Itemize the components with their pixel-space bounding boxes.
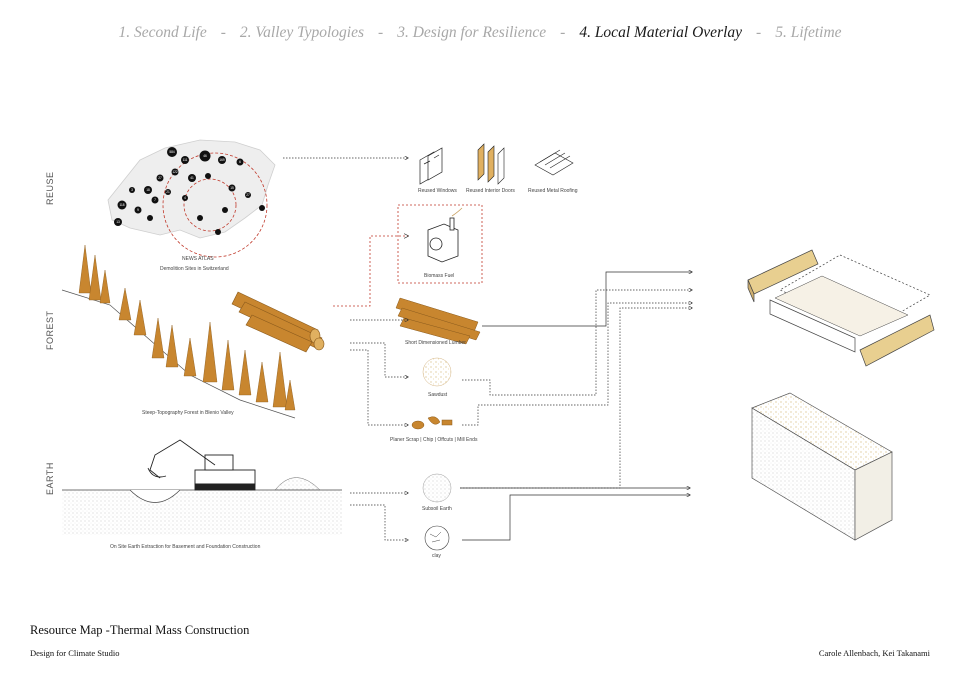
- footer-authors: Carole Allenbach, Kei Takanami: [818, 648, 930, 658]
- earth-caption: On Site Earth Extraction for Basement an…: [110, 544, 261, 550]
- nav-step-5[interactable]: 5. Lifetime: [775, 24, 842, 41]
- nav-step-4-active[interactable]: 4. Local Material Overlay: [579, 24, 743, 41]
- reused-windows-icon: [419, 147, 443, 185]
- biomass-connector: [333, 236, 408, 307]
- reused-doors-icon: [477, 143, 505, 185]
- log-pile-illustration: [231, 291, 325, 353]
- earth-excavation-illustration: On Site Earth Extraction for Basement an…: [62, 439, 342, 550]
- row-label-earth: EARTH: [45, 462, 55, 495]
- label-reused-doors: Reused Interior Doors: [466, 188, 515, 194]
- map-marker-label: 27: [246, 193, 250, 197]
- label-subsoil: Subsoil Earth: [422, 506, 452, 512]
- map-marker-label: 4: [184, 196, 186, 200]
- label-sawdust: Sawdust: [428, 392, 448, 398]
- demolition-site-markers: 584 111 46 169 6 122 41 27 18 3 118 9 7 21 4 13 15 27: [114, 147, 265, 235]
- biomass-stove-icon: [427, 207, 463, 263]
- step-navigation: 1. Second Life-2. Valley Typologies-3. D…: [0, 24, 960, 42]
- map-marker-label: 41: [190, 176, 194, 180]
- sawdust-icon: [422, 357, 452, 387]
- map-marker-label: 3: [131, 188, 133, 192]
- map-marker-label: 13: [116, 220, 120, 224]
- map-marker-label: 111: [183, 158, 188, 162]
- label-reused-windows: Reused Windows: [418, 188, 457, 194]
- map-marker-label: 27: [158, 176, 162, 180]
- nav-step-2[interactable]: 2. Valley Typologies: [239, 24, 365, 41]
- reused-roofing-icon: [534, 149, 574, 176]
- map-marker-label: 46: [203, 154, 207, 158]
- label-lumber: Short Dimensioned Lumber: [405, 340, 466, 346]
- nav-step-1[interactable]: 1. Second Life: [118, 24, 207, 41]
- clay-icon: [424, 525, 450, 551]
- flow-connectors: [283, 158, 408, 540]
- timber-frame-wall-assembly: [747, 249, 935, 367]
- map-marker-label: 118: [119, 203, 124, 207]
- map-marker-label: 15: [230, 186, 234, 190]
- short-lumber-icon: [395, 297, 481, 345]
- map-marker-label: 169: [219, 158, 225, 162]
- map-marker-label: 18: [146, 188, 150, 192]
- biomass-highlight-box: [397, 204, 483, 284]
- forest-slope-illustration: Steep-Topography Forest in Blenio Valley: [61, 244, 296, 419]
- nav-separator: -: [220, 24, 226, 41]
- map-marker-label: 6: [239, 160, 241, 164]
- row-label-forest: FOREST: [45, 310, 55, 350]
- label-reused-roofing: Reused Metal Roofing: [528, 188, 578, 194]
- label-scrap: Planer Scrap | Chip | Offcuts | Mill End…: [390, 437, 478, 443]
- footer-studio: Design for Climate Studio: [30, 648, 120, 658]
- product-connectors: [460, 272, 692, 541]
- row-label-reuse: REUSE: [45, 171, 55, 205]
- nav-separator: -: [560, 24, 566, 41]
- forest-caption: Steep-Topography Forest in Blenio Valley: [142, 410, 234, 416]
- nav-separator: -: [756, 24, 762, 41]
- map-atlas-label: NEWS ATLAS: [182, 256, 214, 262]
- label-biomass: Biomass Fuel: [424, 273, 454, 279]
- map-marker-label: 21: [166, 190, 170, 194]
- map-marker-label: 122: [172, 170, 178, 174]
- subsoil-earth-icon: [422, 473, 452, 503]
- rammed-earth-block: [751, 392, 893, 541]
- label-clay: clay: [432, 553, 441, 559]
- planer-scrap-icon: [411, 416, 453, 430]
- nav-step-3[interactable]: 3. Design for Resilience: [397, 24, 547, 41]
- nav-separator: -: [378, 24, 384, 41]
- footer-title: Resource Map -Thermal Mass Construction: [30, 623, 250, 637]
- map-caption: Demolition Sites in Switzerland: [160, 266, 229, 272]
- map-marker-label: 7: [154, 198, 156, 202]
- map-marker-label: 584: [169, 150, 175, 154]
- map-marker-label: 9: [137, 208, 139, 212]
- switzerland-map: 584 111 46 169 6 122 41 27 18 3 118 9 7 21 4 13 15 27 NEW…: [107, 139, 276, 272]
